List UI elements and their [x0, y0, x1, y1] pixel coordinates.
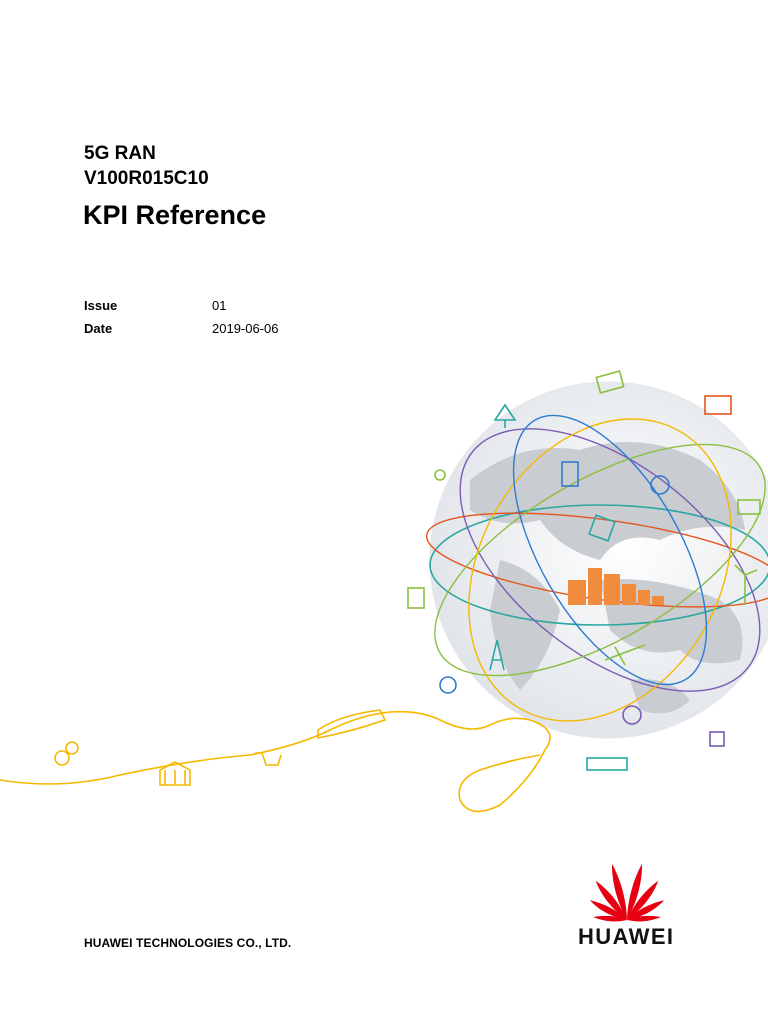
- globe-sphere: [429, 381, 768, 739]
- product-version: V100R015C10: [84, 168, 209, 189]
- camera-icon: [737, 499, 761, 515]
- tree-icon: [493, 403, 517, 428]
- cart-icon: [255, 752, 282, 766]
- pie-chart-icon: [439, 676, 457, 694]
- gears-icon: [65, 741, 79, 755]
- wind-turbine-icon: [734, 564, 758, 605]
- gears-icon: [54, 750, 70, 766]
- orbit-ring: [429, 504, 768, 626]
- money-icon: [595, 370, 625, 394]
- plane-icon: [604, 644, 646, 666]
- globe-illustration: [0, 370, 768, 813]
- continent-shape: [630, 679, 690, 714]
- antenna-tower-icon: [489, 639, 505, 671]
- plug-icon: [709, 731, 725, 747]
- huawei-logo-icon: [589, 863, 665, 922]
- company-name: HUAWEI TECHNOLOGIES CO., LTD.: [84, 936, 292, 950]
- document-icon: [407, 587, 425, 609]
- document-title: KPI Reference: [83, 200, 267, 230]
- huawei-wordmark: HUAWEI: [578, 924, 675, 949]
- orbit-ring: [512, 414, 708, 686]
- road-line: [0, 710, 551, 813]
- issue-label: Issue: [84, 298, 118, 313]
- dish-icon: [650, 475, 670, 495]
- truck-icon: [586, 757, 628, 771]
- date-label: Date: [84, 321, 113, 336]
- orbit-ring: [434, 443, 766, 677]
- train-icon: [317, 709, 387, 739]
- power-icon: [622, 705, 642, 725]
- chip-icon: [588, 514, 616, 542]
- orbit-ring: [468, 418, 732, 722]
- city-icon: [568, 568, 664, 605]
- product-name: 5G RAN: [84, 143, 156, 164]
- date-value: 2019-06-06: [212, 321, 279, 336]
- chart-icon: [704, 395, 732, 415]
- fuel-pump-icon: [561, 461, 579, 487]
- continent-shape: [470, 442, 745, 560]
- issue-value: 01: [212, 298, 227, 313]
- people-icon: [434, 469, 446, 481]
- bank-icon: [159, 761, 191, 786]
